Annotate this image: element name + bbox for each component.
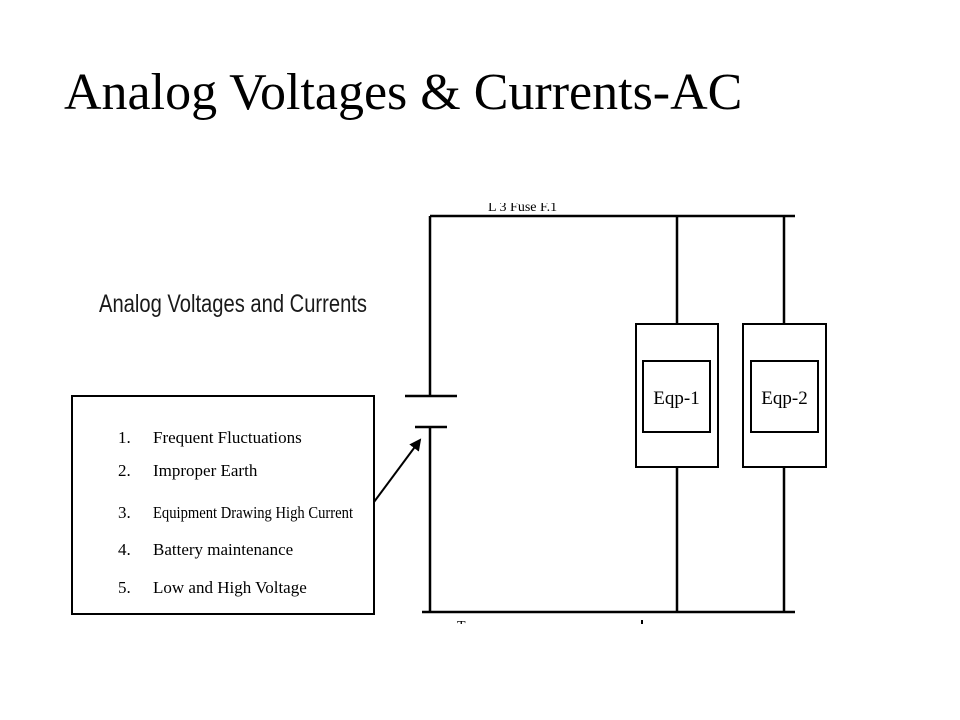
cause-number: 1.: [118, 428, 131, 447]
cause-number: 5.: [118, 578, 131, 597]
equipment-2-inner-box: [750, 360, 819, 433]
equipment-1-inner-box: [642, 360, 711, 433]
equipment-1-label: Eqp-1: [653, 388, 699, 409]
cause-number: 3.: [118, 503, 131, 522]
top-rail-label: L 3 Fuse F.1: [488, 200, 557, 215]
diagram-subtitle: Analog Voltages and Currents: [99, 290, 367, 318]
cause-text: Battery maintenance: [153, 540, 293, 559]
causes-arrow: [373, 438, 422, 503]
crop-mask-top: [480, 190, 600, 203]
causes-box: [71, 395, 375, 615]
cause-number: 4.: [118, 540, 131, 559]
cause-text: Frequent Fluctuations: [153, 428, 302, 447]
cause-text: Improper Earth: [153, 461, 258, 480]
causes-list: 1. Frequent Fluctuations 2. Improper Ear…: [118, 428, 353, 597]
cause-text: Low and High Voltage: [153, 578, 307, 597]
crop-mask-bottom: [420, 624, 820, 654]
cause-number: 2.: [118, 461, 131, 480]
cause-text: Equipment Drawing High Current: [153, 503, 353, 522]
slide-title: Analog Voltages & Currents-AC: [64, 64, 743, 121]
equipment-2-label: Eqp-2: [761, 388, 807, 409]
